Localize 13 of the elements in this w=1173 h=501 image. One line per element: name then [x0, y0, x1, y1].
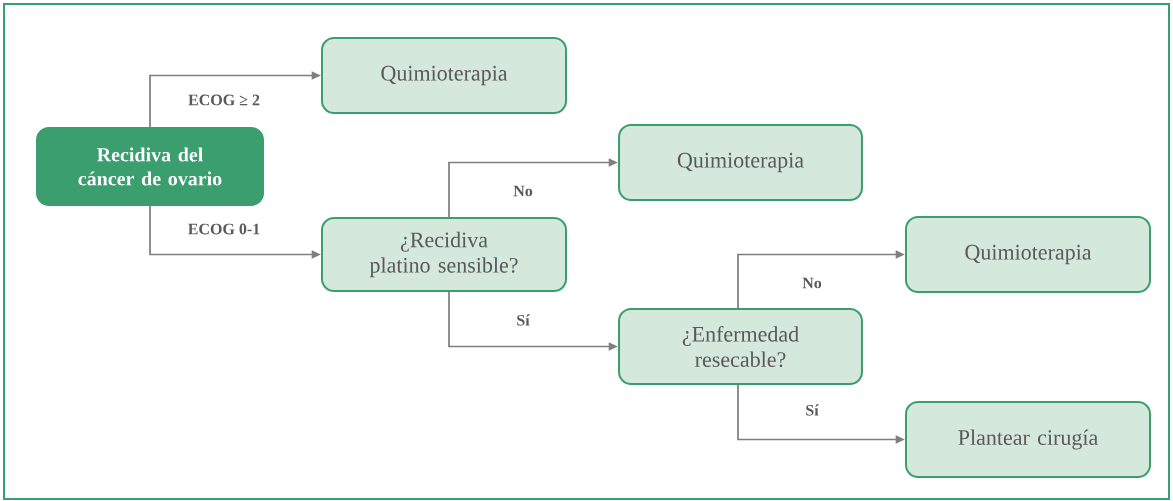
process-box: Quimioterapia	[905, 216, 1151, 293]
edge-label: No	[511, 184, 535, 198]
process-box: Quimioterapia	[618, 124, 863, 201]
edge-label: Sí	[804, 403, 820, 417]
process-box: Plantear cirugía	[905, 401, 1151, 478]
decision-box: ¿Enfermedad resecable?	[618, 308, 863, 385]
start-box: Recidiva del cáncer de ovario	[36, 126, 264, 207]
edge-label: ECOG ≥ 2	[186, 93, 262, 107]
process-box: Quimioterapia	[321, 37, 567, 114]
edge-label: Sí	[515, 313, 531, 327]
edge-label: No	[800, 276, 824, 290]
edge-label: ECOG 0-1	[186, 222, 262, 236]
decision-box: ¿Recidiva platino sensible?	[321, 216, 567, 293]
